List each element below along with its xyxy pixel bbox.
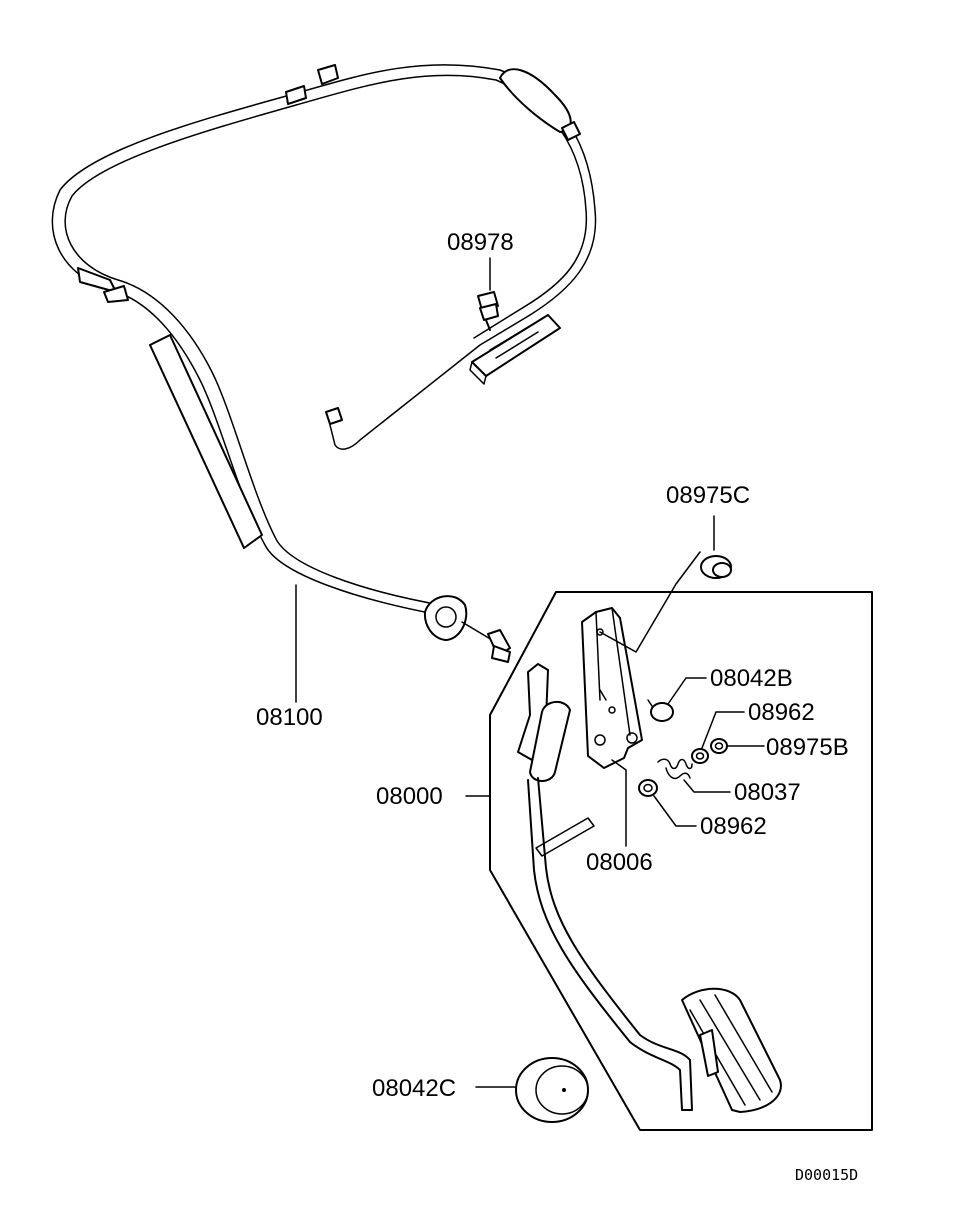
document-code: D00015D <box>795 1166 858 1184</box>
label-08975B: 08975B <box>766 734 849 761</box>
label-08042B: 08042B <box>710 665 793 692</box>
washer-08962-lower <box>638 779 658 797</box>
stopper-08042B <box>647 699 674 722</box>
label-08006: 08006 <box>586 849 653 876</box>
pedal-assembly-frame <box>489 591 873 1131</box>
spring-08037 <box>657 758 693 780</box>
leader-lines <box>295 515 765 1088</box>
label-08962-upper: 08962 <box>748 699 815 726</box>
bolt-08978 <box>477 257 499 331</box>
stopper-08042C <box>515 1057 589 1123</box>
label-08962-lower: 08962 <box>700 813 767 840</box>
accelerator-cable <box>51 64 597 663</box>
accelerator-foot-pad <box>681 987 782 1113</box>
label-08037: 08037 <box>734 779 801 806</box>
label-08000: 08000 <box>376 783 443 810</box>
label-08100: 08100 <box>256 704 323 731</box>
label-08978: 08978 <box>447 229 514 256</box>
part-labels: 08978 08975C 08042B 08962 08975B 08037 0… <box>256 229 849 1102</box>
label-08975C: 08975C <box>666 482 750 509</box>
washer-08962-upper <box>691 748 709 764</box>
pedal-arm-08000 <box>517 663 693 1111</box>
stopper-08975C <box>700 555 732 579</box>
bracket-08006 <box>581 607 643 769</box>
washer-08975B <box>710 738 728 754</box>
label-08042C: 08042C <box>372 1075 456 1102</box>
